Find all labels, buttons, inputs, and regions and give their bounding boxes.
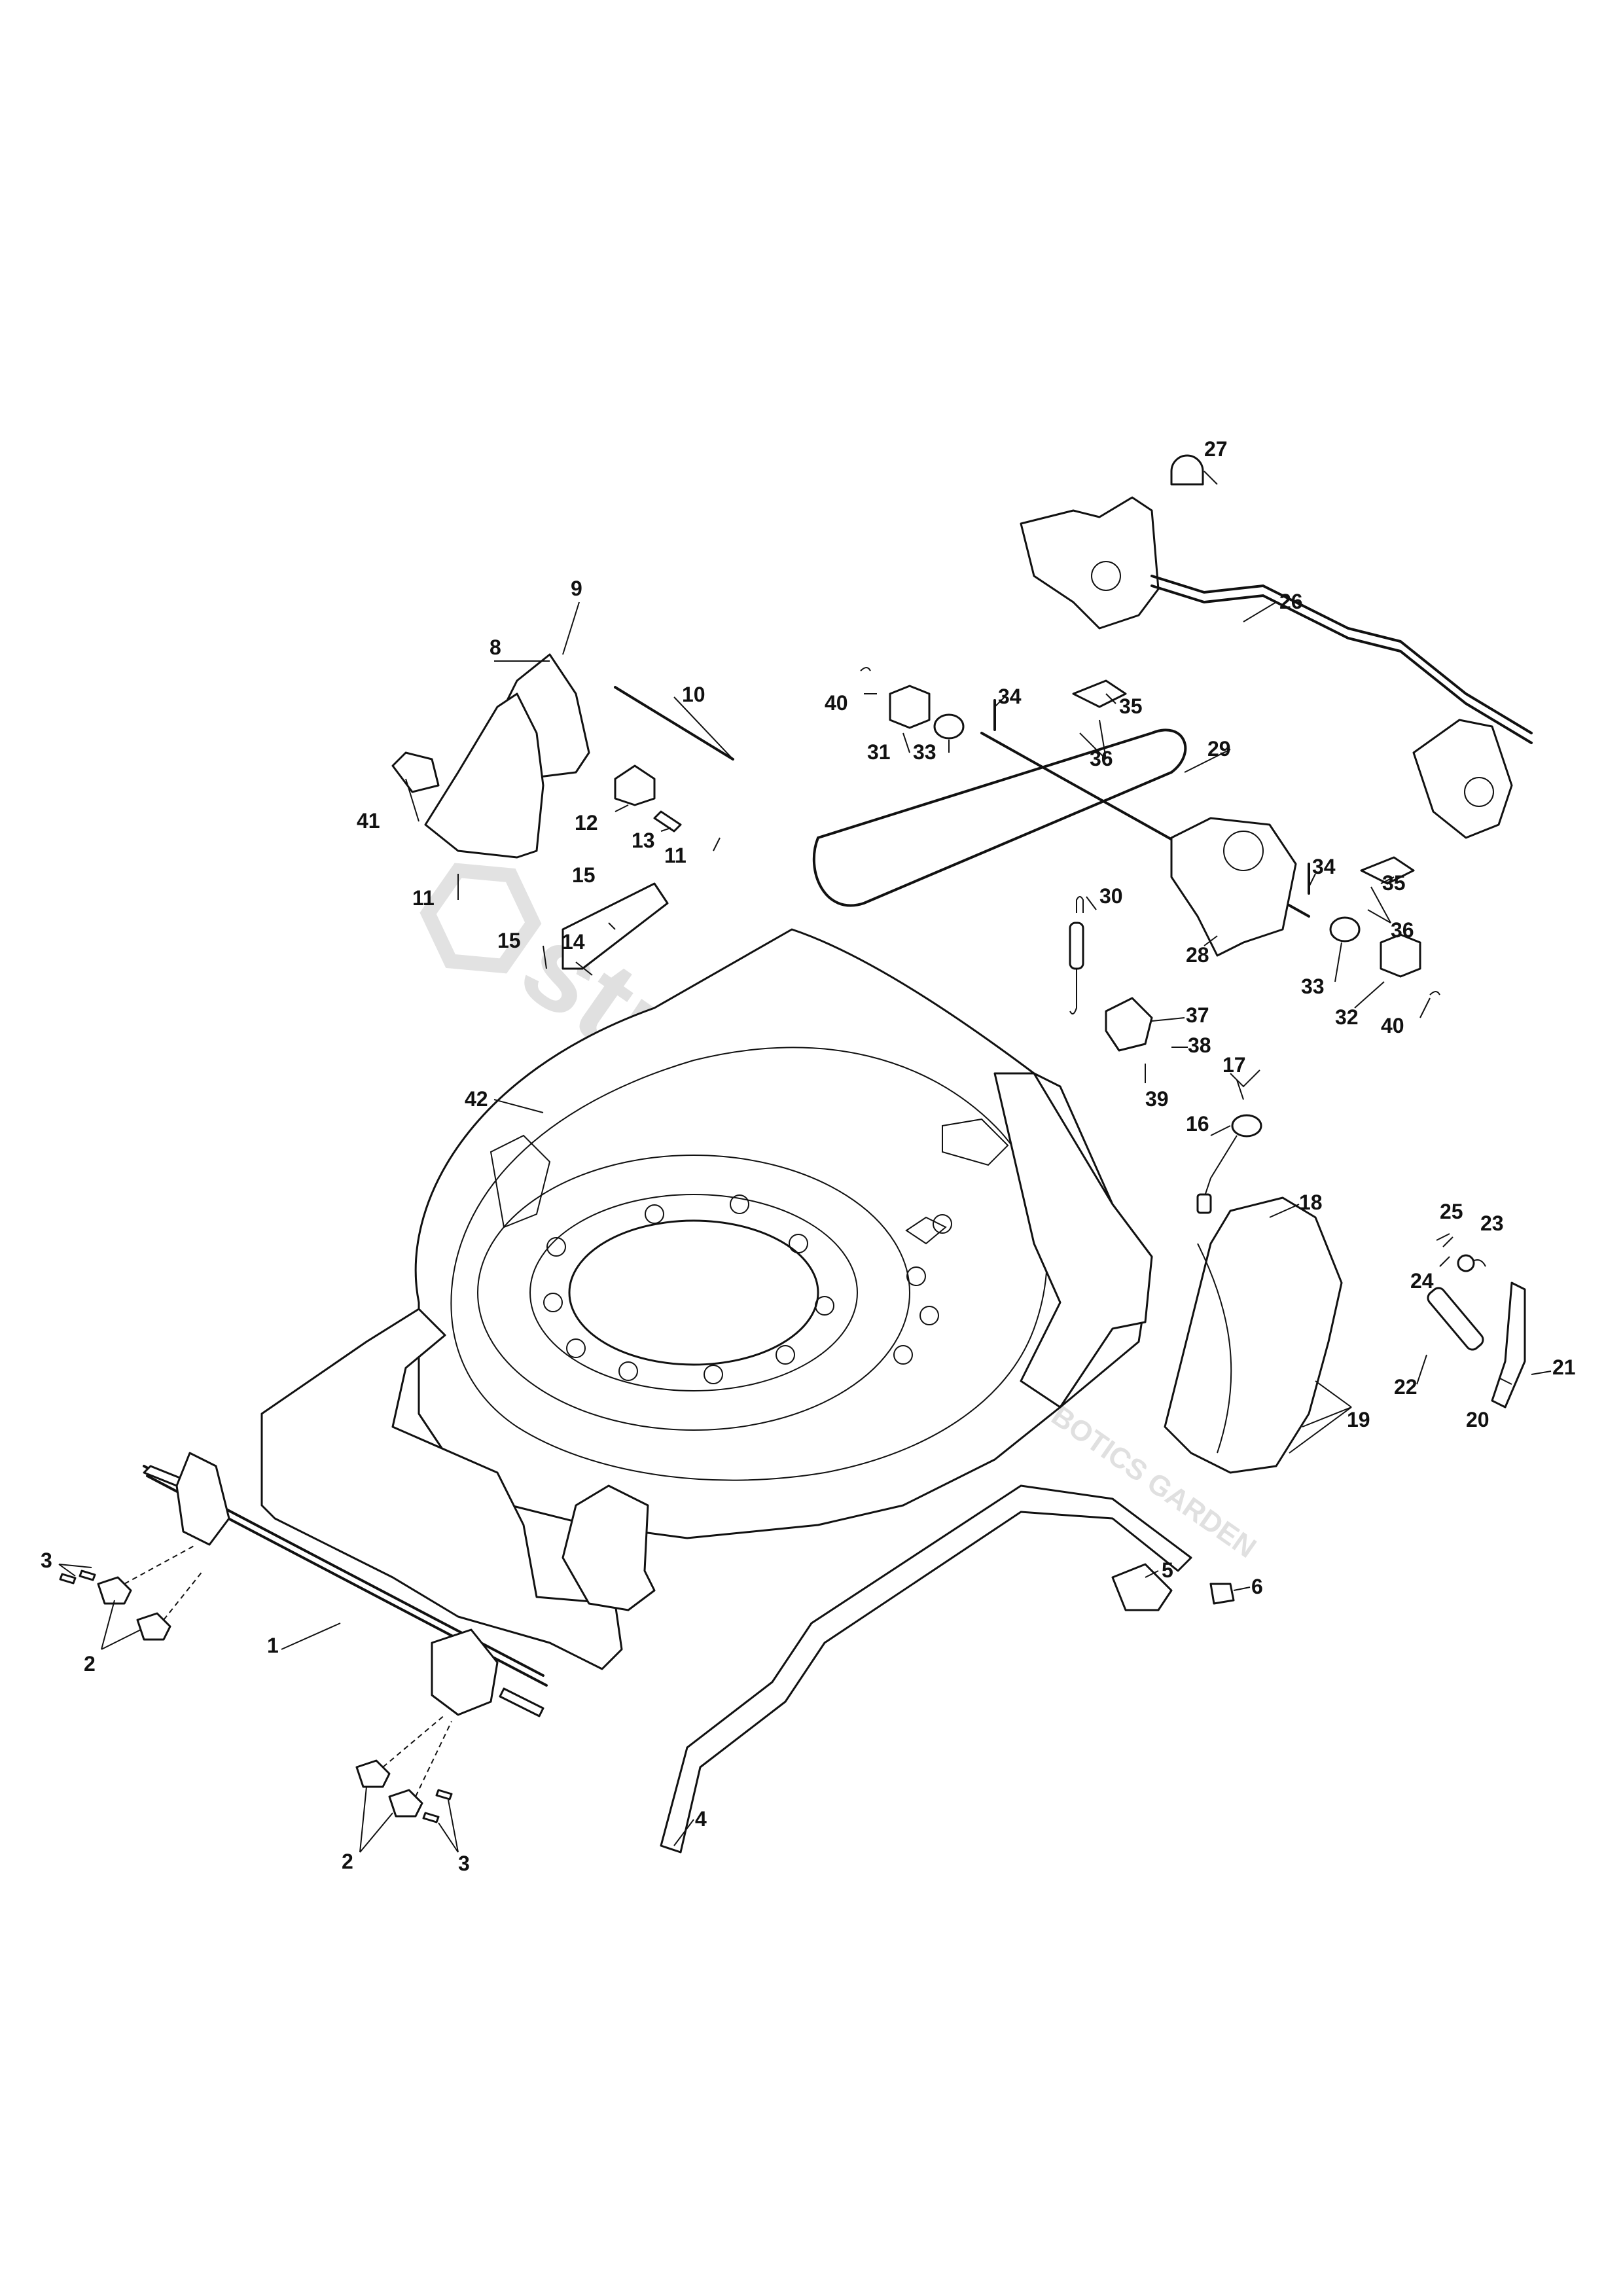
callout-19: 19 [1347,1408,1370,1431]
callout-3: 3 [41,1549,52,1572]
callout-40: 40 [1381,1014,1404,1037]
callout-1: 1 [267,1634,279,1657]
callout-2: 2 [84,1652,96,1676]
callout-33: 33 [1301,975,1325,998]
side-cover [1164,1196,1343,1474]
callout-38: 38 [1188,1033,1211,1057]
callout-11: 11 [412,886,435,910]
callout-5: 5 [1162,1558,1173,1582]
callout-2: 2 [342,1850,353,1873]
callout-10: 10 [682,683,705,706]
callout-25: 25 [1440,1200,1463,1223]
rear-axle-assembly [59,1452,548,1823]
callout-31: 31 [867,740,891,764]
spring-lever-assembly [1427,1254,1526,1408]
callout-22: 22 [1394,1375,1418,1399]
callout-28: 28 [1186,943,1209,967]
callout-27: 27 [1204,437,1228,461]
callout-4: 4 [695,1807,707,1831]
callout-14: 14 [562,930,585,954]
callout-30: 30 [1099,884,1123,908]
callout-6: 6 [1251,1575,1263,1598]
callout-9: 9 [571,577,582,600]
callout-32: 32 [1335,1005,1359,1029]
callout-26: 26 [1279,590,1303,613]
mower-deck [260,928,1153,1670]
callout-20: 20 [1466,1408,1489,1431]
callout-15: 15 [497,929,521,952]
callout-15: 15 [572,863,596,887]
callout-8: 8 [490,636,501,659]
drive-rod [660,1484,1235,1854]
callout-3: 3 [458,1852,470,1875]
callout-16: 16 [1186,1112,1209,1136]
callout-12: 12 [575,811,598,834]
callout-11: 11 [664,844,687,867]
callout-33: 33 [913,740,936,764]
callout-21: 21 [1552,1355,1576,1379]
callout-37: 37 [1186,1003,1209,1027]
callout-40: 40 [825,691,848,715]
callout-36: 36 [1090,747,1113,770]
callout-35: 35 [1119,694,1143,718]
callout-34: 34 [998,685,1022,708]
callout-24: 24 [1410,1269,1434,1293]
front-axle-assembly [1020,454,1533,839]
callout-34: 34 [1312,855,1336,878]
callout-13: 13 [632,829,655,852]
callout-29: 29 [1207,737,1231,761]
height-adjust-lever [391,653,734,970]
gearbox-assembly [812,667,1440,1214]
callout-23: 23 [1480,1211,1504,1235]
callout-17: 17 [1222,1053,1246,1077]
callout-39: 39 [1145,1087,1169,1111]
callout-41: 41 [357,809,380,833]
leader-lines [58,471,1552,1853]
callout-35: 35 [1382,871,1406,895]
callout-42: 42 [465,1087,488,1111]
callout-18: 18 [1299,1191,1323,1214]
callout-labels: 1 2 2 3 3 4 5 6 8 9 10 11 11 12 13 14 15… [41,437,1576,1875]
callout-36: 36 [1391,918,1414,942]
